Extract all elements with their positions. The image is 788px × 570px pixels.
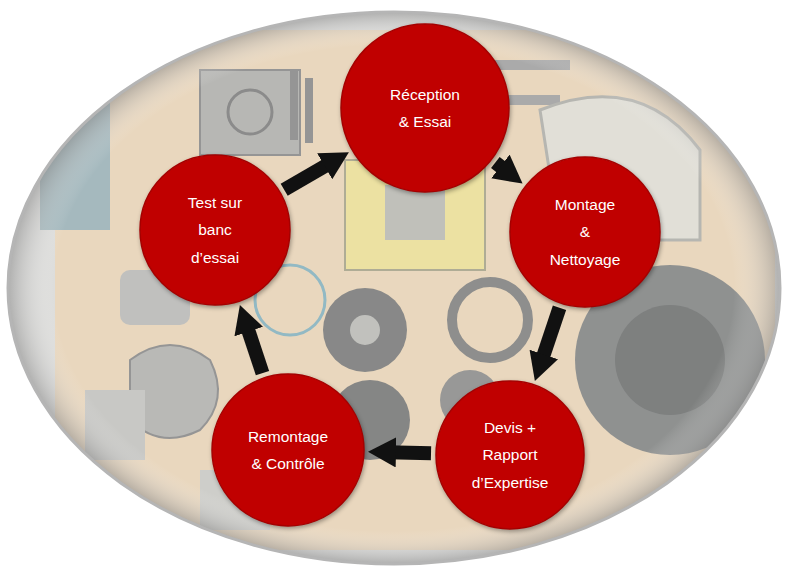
- circle-content: Réception & Essai: [340, 23, 510, 193]
- circle-fill: [140, 155, 290, 305]
- circle-fill: [212, 374, 364, 526]
- circle-fill: [510, 157, 660, 307]
- circle-content: Montage & Nettoyage: [509, 156, 661, 308]
- circle-content: Test sur banc d’essai: [139, 154, 291, 306]
- step-label: Devis + Rapport d’Expertise: [472, 414, 549, 495]
- flow-arrow: [246, 324, 262, 373]
- process-circle: Montage & Nettoyage: [509, 156, 661, 308]
- flow-arrow: [541, 308, 559, 362]
- circle-outline: [211, 373, 365, 527]
- circle-outline: [340, 23, 510, 193]
- circle-fill: [436, 381, 584, 529]
- step-label: Montage & Nettoyage: [550, 191, 621, 272]
- circle-content: Remontage & Contrôle: [211, 373, 365, 527]
- step-label: Remontage & Contrôle: [248, 423, 328, 477]
- flow-arrow: [284, 162, 331, 190]
- circle-content: Devis + Rapport d’Expertise: [435, 380, 585, 530]
- process-circle: Remontage & Contrôle: [211, 373, 365, 527]
- process-circle: Test sur banc d’essai: [139, 154, 291, 306]
- step-label: Test sur banc d’essai: [172, 189, 258, 270]
- oval-border: [8, 12, 780, 564]
- process-circle: Réception & Essai: [340, 23, 510, 193]
- process-circle: Devis + Rapport d’Expertise: [435, 380, 585, 530]
- step-label: Réception & Essai: [390, 81, 460, 135]
- oval-shading: [8, 12, 780, 564]
- circle-fill: [341, 24, 509, 192]
- flow-arrow: [495, 163, 506, 172]
- flow-arrow: [388, 445, 431, 460]
